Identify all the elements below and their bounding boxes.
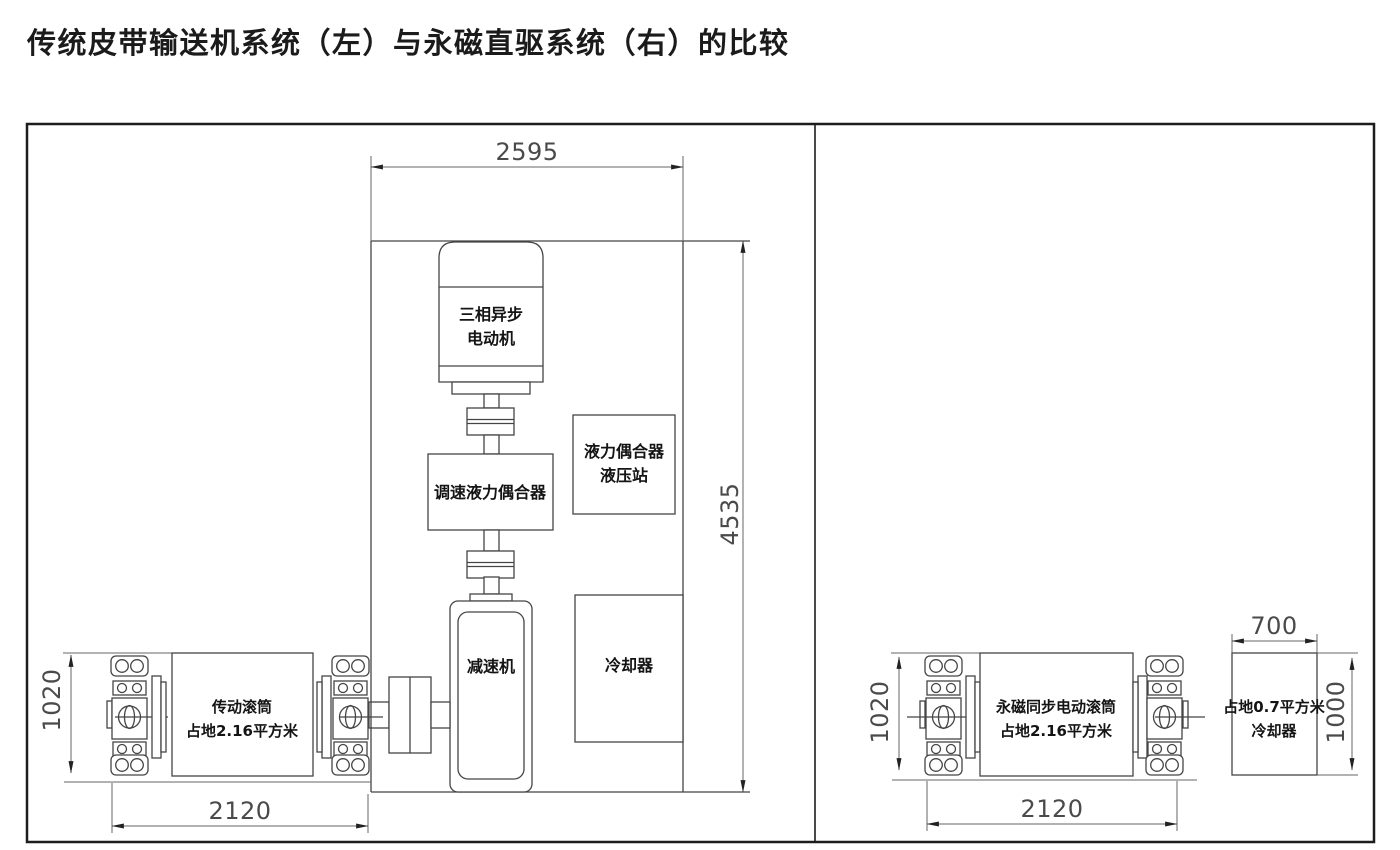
dim-label-1020-left: 1020 — [38, 668, 66, 731]
bearing-pedestal — [331, 655, 370, 776]
bearing-pedestal — [924, 655, 963, 776]
cooler-right-body — [1231, 652, 1318, 776]
induction-motor: 三相异步 电动机 — [438, 241, 544, 395]
bearing-pedestal — [110, 655, 149, 776]
pm-drum-assembly: 1020 永磁同步电动滚筒 占地2.16平方米 2120 — [866, 652, 1205, 831]
dim-drum-height-left: 1020 — [38, 654, 74, 774]
traditional-system-panel: 2595 4535 三相异步 电动机 调速液力偶合器 — [38, 138, 750, 833]
drum-endcap — [965, 675, 981, 759]
pm-drum-label2: 占地2.16平方米 — [1000, 722, 1113, 740]
speed-fluid-coupling-label: 调速液力偶合器 — [434, 483, 547, 502]
drum-endcap — [151, 675, 167, 759]
motor-label-line1: 三相异步 — [459, 305, 523, 324]
dim-label-1020-right: 1020 — [866, 680, 894, 743]
cooler-right: 700 占地0.7平方米 冷却器 1000 — [1223, 612, 1358, 776]
dim-drum-height-right: 1020 — [866, 656, 902, 771]
drum-endcap — [316, 675, 332, 759]
hydraulic-station: 液力偶合器 液压站 — [572, 414, 676, 515]
drive-drum-label2: 占地2.16平方米 — [186, 722, 299, 740]
drawing-border — [25, 122, 1376, 844]
lower-shaft-coupling — [466, 550, 515, 579]
dim-cooler-height: 1000 — [1317, 652, 1358, 776]
cooler-right-label1: 占地0.7平方米 — [1223, 698, 1326, 716]
drive-drum-label1: 传动滚筒 — [211, 698, 272, 716]
upper-shaft-coupling — [466, 407, 515, 436]
bearing-pedestal — [1145, 655, 1184, 776]
reducer-label: 减速机 — [467, 657, 515, 676]
dim-label-2595: 2595 — [495, 138, 558, 166]
dim-label-2120-right: 2120 — [1020, 795, 1083, 823]
cooler-left: 冷却器 — [574, 594, 684, 743]
cooler-left-label: 冷却器 — [605, 656, 654, 675]
dim-drum-width-right: 2120 — [926, 781, 1178, 831]
drum-endcap — [1132, 675, 1148, 759]
drive-drum-assembly: 1020 传动滚筒 占地2.16平方米 2120 — [38, 652, 451, 833]
speed-fluid-coupling — [427, 453, 554, 531]
reducer: 减速机 — [449, 593, 533, 793]
cooler-right-label2: 冷却器 — [1251, 722, 1297, 740]
dim-room-height: 4535 — [716, 240, 746, 793]
hydraulic-station-label2: 液压站 — [600, 466, 648, 485]
dim-label-1000: 1000 — [1322, 680, 1350, 743]
dim-room-width: 2595 — [370, 138, 684, 241]
dim-label-4535: 4535 — [716, 482, 744, 545]
pm-direct-drive-panel: 1020 永磁同步电动滚筒 占地2.16平方米 2120 — [866, 612, 1358, 831]
drive-train: 调速液力偶合器 — [427, 393, 554, 595]
pm-drum-label1: 永磁同步电动滚筒 — [995, 698, 1116, 716]
pm-drum-body — [979, 652, 1134, 777]
motor-label-line2: 电动机 — [467, 329, 515, 348]
dim-label-700: 700 — [1250, 612, 1297, 640]
motor-flange — [451, 381, 531, 395]
dim-label-2120-left: 2120 — [208, 797, 271, 825]
page-title: 传统皮带输送机系统（左）与永磁直驱系统（右）的比较 — [26, 26, 790, 60]
hydraulic-station-label1: 液力偶合器 — [584, 442, 665, 461]
drive-drum-body — [171, 652, 314, 777]
dim-drum-width-left: 2120 — [111, 783, 369, 833]
dim-cooler-width: 700 — [1231, 612, 1318, 653]
